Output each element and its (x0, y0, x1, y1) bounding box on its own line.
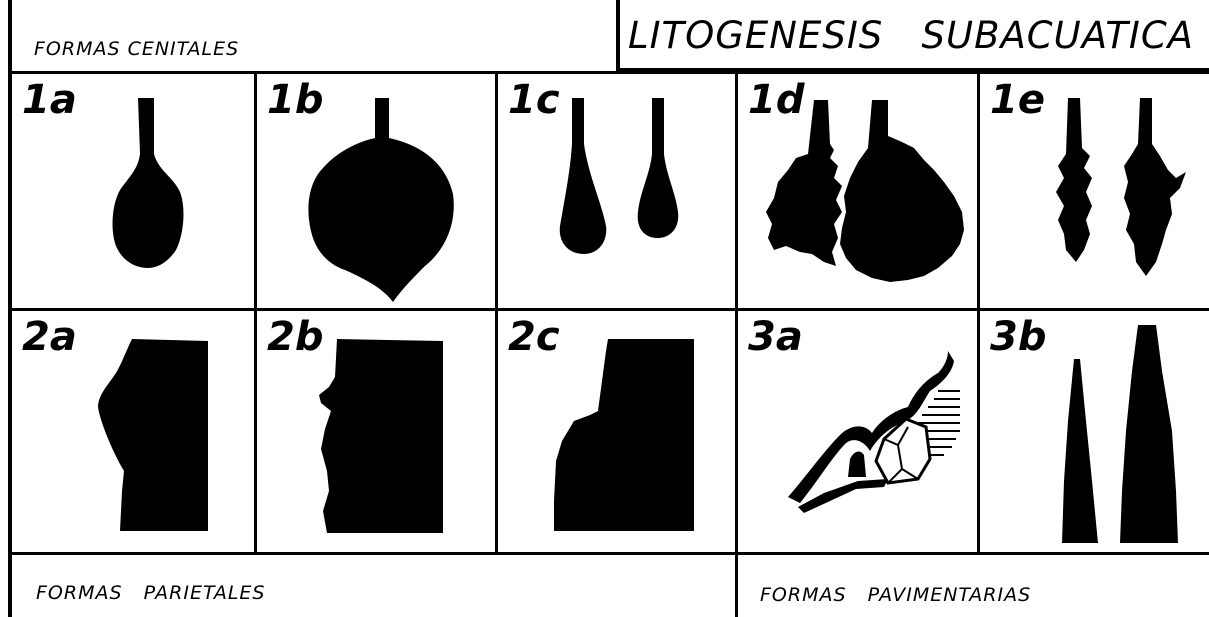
panel-3b: 3b (980, 311, 1209, 552)
section-label-pavimentarias: FORMAS PAVIMENTARIAS (760, 584, 1032, 606)
page-title: LITOGENESIS SUBACUATICA (628, 14, 1194, 57)
panel-2c: 2c (498, 311, 735, 552)
shape-1e-fins (1056, 98, 1186, 276)
shape-1a-flask (112, 98, 184, 268)
panel-label-3a: 3a (748, 314, 803, 360)
panel-1a: 1a (12, 74, 254, 308)
col-divider-3 (735, 72, 738, 617)
panel-label-1a: 1a (22, 77, 77, 123)
shape-1b-bulb (308, 98, 454, 302)
shape-1c-pair (559, 98, 679, 254)
shape-3a-floor-crystal (788, 351, 960, 513)
panel-label-2a: 2a (22, 314, 77, 360)
panel-label-1e: 1e (990, 77, 1045, 123)
shape-2c-wall-profile (554, 339, 694, 531)
diagram-frame: FORMAS CENITALES LITOGENESIS SUBACUATICA… (8, 0, 1209, 617)
footer-top-border (8, 552, 1209, 555)
panel-label-2b: 2b (267, 314, 324, 360)
panel-1e: 1e (980, 74, 1209, 308)
col-divider-4 (977, 72, 980, 553)
header-bottom-border (8, 71, 1209, 74)
panel-label-2c: 2c (508, 314, 560, 360)
shape-3b-columns (1062, 325, 1178, 543)
panel-1d: 1d (738, 74, 977, 308)
panel-2a: 2a (12, 311, 254, 552)
panel-1c: 1c (498, 74, 735, 308)
panel-label-1c: 1c (508, 77, 560, 123)
shape-1d-rough-pair (766, 100, 964, 282)
panel-3a: 3a (738, 311, 977, 552)
col-divider-1 (254, 72, 257, 553)
panel-label-1b: 1b (267, 77, 324, 123)
title-box-left-border (616, 0, 620, 72)
shape-2a-wall-profile (98, 339, 208, 531)
section-label-cenitales: FORMAS CENITALES (34, 38, 240, 60)
shape-2b-wall-profile (319, 339, 443, 533)
panel-label-1d: 1d (748, 77, 805, 123)
panel-2b: 2b (257, 311, 495, 552)
panel-1b: 1b (257, 74, 495, 308)
section-label-parietales: FORMAS PARIETALES (36, 582, 266, 604)
col-divider-2 (495, 72, 498, 553)
row-divider (8, 308, 1209, 311)
panel-label-3b: 3b (990, 314, 1047, 360)
title-box-bottom-border (616, 68, 1209, 72)
